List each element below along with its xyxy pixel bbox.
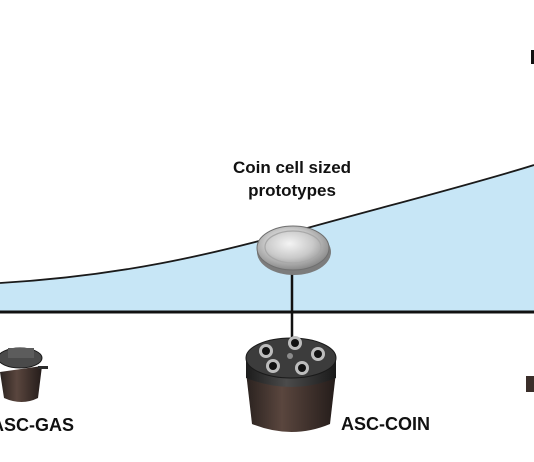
asc-gas-label: ASC-GAS xyxy=(0,415,75,435)
clipped-label-mark xyxy=(531,50,534,64)
growth-area xyxy=(0,165,534,312)
asc-coin-label: ASC-COIN xyxy=(341,414,430,434)
coin-cell-label-line2: prototypes xyxy=(248,181,336,200)
coin-cell-label-line1: Coin cell sized xyxy=(232,158,352,177)
clipped-device-image xyxy=(526,376,534,392)
asc-gas-device-image xyxy=(0,347,48,402)
coin-cell-image xyxy=(256,225,331,275)
coin-cell-prototypes-label: Coin cell sized prototypes xyxy=(192,156,392,202)
asc-coin-device-image xyxy=(245,336,337,432)
